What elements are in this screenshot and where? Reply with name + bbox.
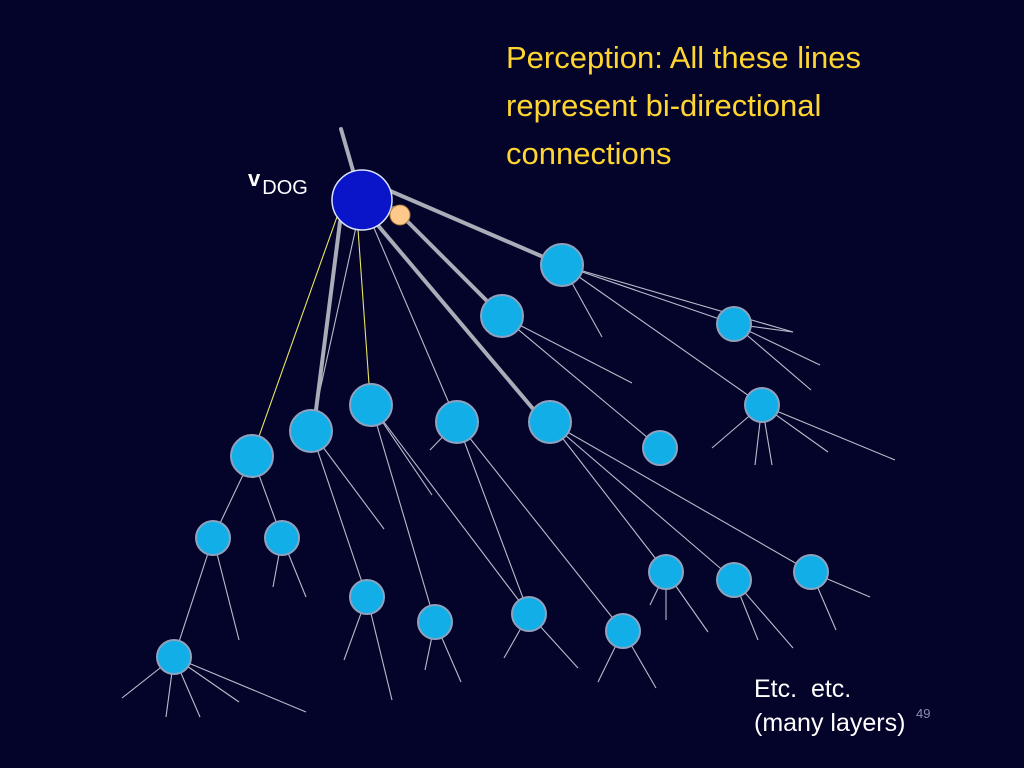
network-node	[793, 554, 829, 590]
network-node	[540, 243, 584, 287]
thick-link-input	[339, 127, 356, 176]
dangling-link	[761, 404, 896, 461]
highlight-link-dog-i	[251, 213, 339, 457]
network-node	[435, 400, 479, 444]
dog-subscript: DOG	[262, 177, 308, 199]
link-h-r	[549, 421, 735, 581]
network-node	[744, 387, 780, 423]
network-nodes	[156, 169, 829, 675]
network-node	[289, 409, 333, 453]
network-node	[349, 383, 393, 427]
network-node	[605, 613, 641, 649]
dog-node	[331, 169, 393, 231]
network-node	[716, 306, 752, 342]
network-node	[648, 554, 684, 590]
network-node	[195, 520, 231, 556]
link-g-o	[456, 421, 530, 615]
network-node	[349, 579, 385, 615]
small-connector-node	[389, 204, 411, 226]
link-k-t	[173, 537, 214, 658]
thick-link-dog-b	[392, 206, 504, 318]
thick-link-dog-f	[314, 220, 342, 412]
v-symbol: v	[248, 166, 261, 191]
slide-title: Perception: All these lines represent bi…	[506, 34, 1006, 178]
title-line-1: Perception: All these lines	[506, 40, 861, 75]
network-node	[642, 430, 678, 466]
network-node	[417, 604, 453, 640]
dangling-link	[561, 264, 794, 333]
link-a-d	[561, 264, 763, 406]
network-node	[511, 596, 547, 632]
network-node	[480, 294, 524, 338]
dangling-link	[173, 656, 307, 713]
title-line-2: represent bi-directional	[506, 88, 822, 123]
network-node	[156, 639, 192, 675]
dangling-link	[501, 315, 633, 384]
title-line-3: connections	[506, 136, 672, 171]
link-e-o	[370, 404, 530, 615]
etc-note: Etc. etc. (many layers)	[754, 672, 905, 740]
page-number: 49	[916, 706, 931, 721]
thick-link-dog-h	[374, 221, 536, 412]
etc-line-1: Etc. etc.	[754, 675, 852, 703]
link-dog-g	[361, 199, 458, 423]
network-node	[264, 520, 300, 556]
link-e-n	[370, 404, 436, 623]
highlight-link-dog-e	[357, 228, 370, 385]
highlight-connections	[251, 213, 370, 457]
network-node	[716, 562, 752, 598]
thick-connections	[314, 127, 564, 412]
link-h-q	[549, 421, 667, 573]
thick-link-dog-a	[386, 188, 564, 267]
network-node	[528, 400, 572, 444]
etc-line-2: (many layers)	[754, 709, 906, 737]
link-h-s	[549, 421, 812, 573]
link-g-p	[456, 421, 624, 632]
link-b-j	[501, 315, 661, 449]
network-node	[230, 434, 274, 478]
link-a-c	[561, 264, 735, 325]
link-f-m	[310, 430, 368, 598]
